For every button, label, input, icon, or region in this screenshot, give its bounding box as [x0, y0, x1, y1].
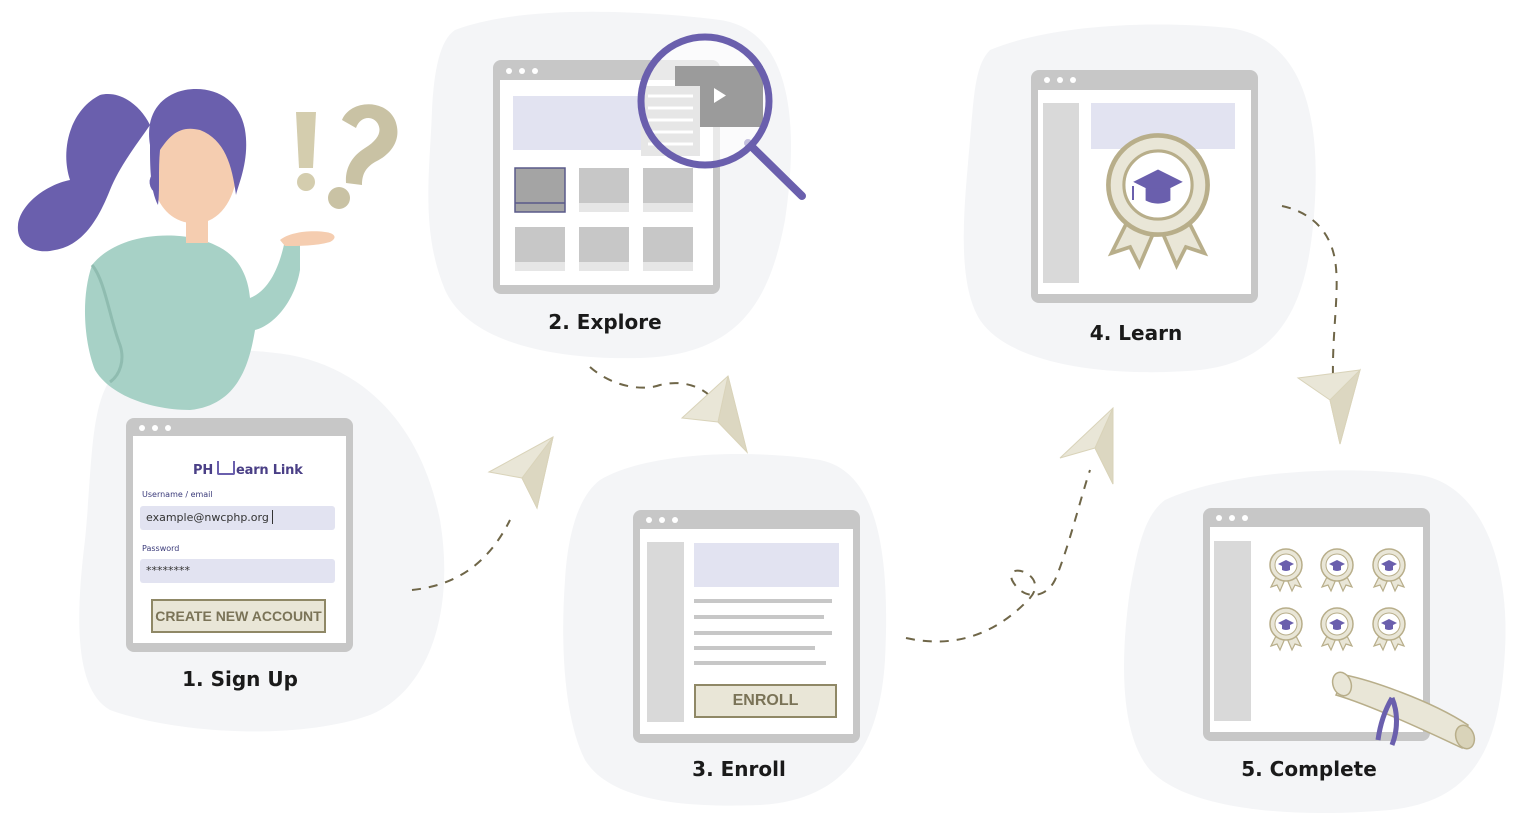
password-label: Password: [142, 544, 180, 553]
step-label-explore: 2. Explore: [548, 310, 662, 334]
username-label: Username / email: [142, 490, 213, 499]
paper-plane-icon: [487, 368, 1361, 510]
logo-ph-text: PH: [193, 463, 214, 478]
create-new-account-button[interactable]: CREATE NEW ACCOUNT: [151, 599, 326, 633]
logo-learn-link-text: earn Link: [236, 463, 303, 478]
dashed-connectors: [411, 205, 1338, 643]
username-value: example@nwcphp.org: [146, 511, 269, 524]
book-icon: [217, 461, 236, 475]
step-label-learn: 4. Learn: [1089, 321, 1183, 345]
woman-illustration: [17, 89, 335, 410]
text-caret: [271, 510, 273, 524]
password-value: ********: [146, 564, 190, 577]
play-icon: [714, 88, 726, 103]
magnifier-icon: [637, 33, 806, 200]
username-field[interactable]: example@nwcphp.org: [140, 506, 335, 530]
ph-learn-link-logo: PH earn Link: [193, 461, 303, 478]
step-label-complete: 5. Complete: [1241, 757, 1377, 781]
enroll-button[interactable]: ENROLL: [694, 684, 837, 718]
question-icon: [328, 104, 398, 209]
step-label-enroll: 3. Enroll: [692, 757, 786, 781]
step-label-sign-up: 1. Sign Up: [182, 667, 298, 691]
password-field[interactable]: ********: [140, 559, 335, 583]
diploma-scroll-icon: [1331, 671, 1476, 750]
exclamation-icon: [296, 112, 316, 191]
